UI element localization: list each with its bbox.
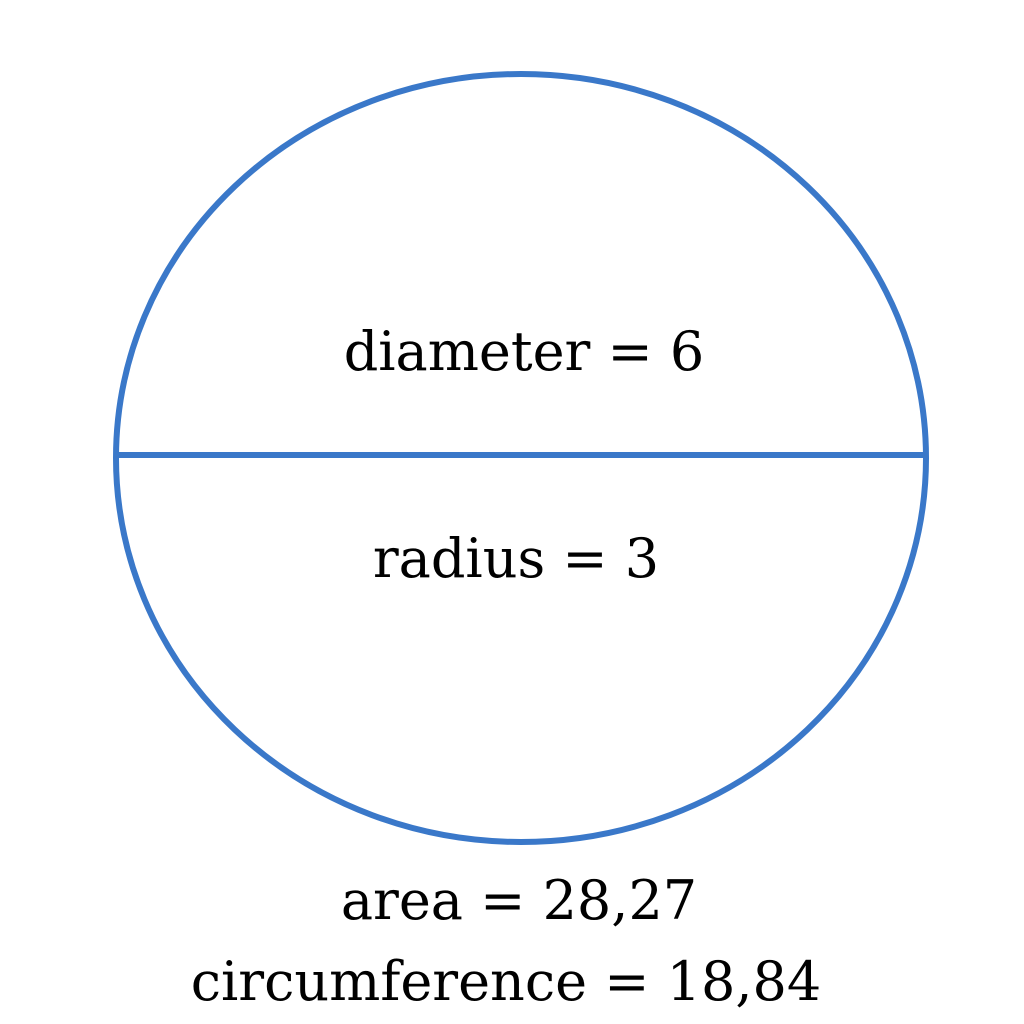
area-label: area = 28,27 [340,869,698,932]
circumference-label: circumference = 18,84 [190,950,822,1013]
diameter-label: diameter = 6 [343,320,705,383]
radius-label: radius = 3 [372,527,660,590]
